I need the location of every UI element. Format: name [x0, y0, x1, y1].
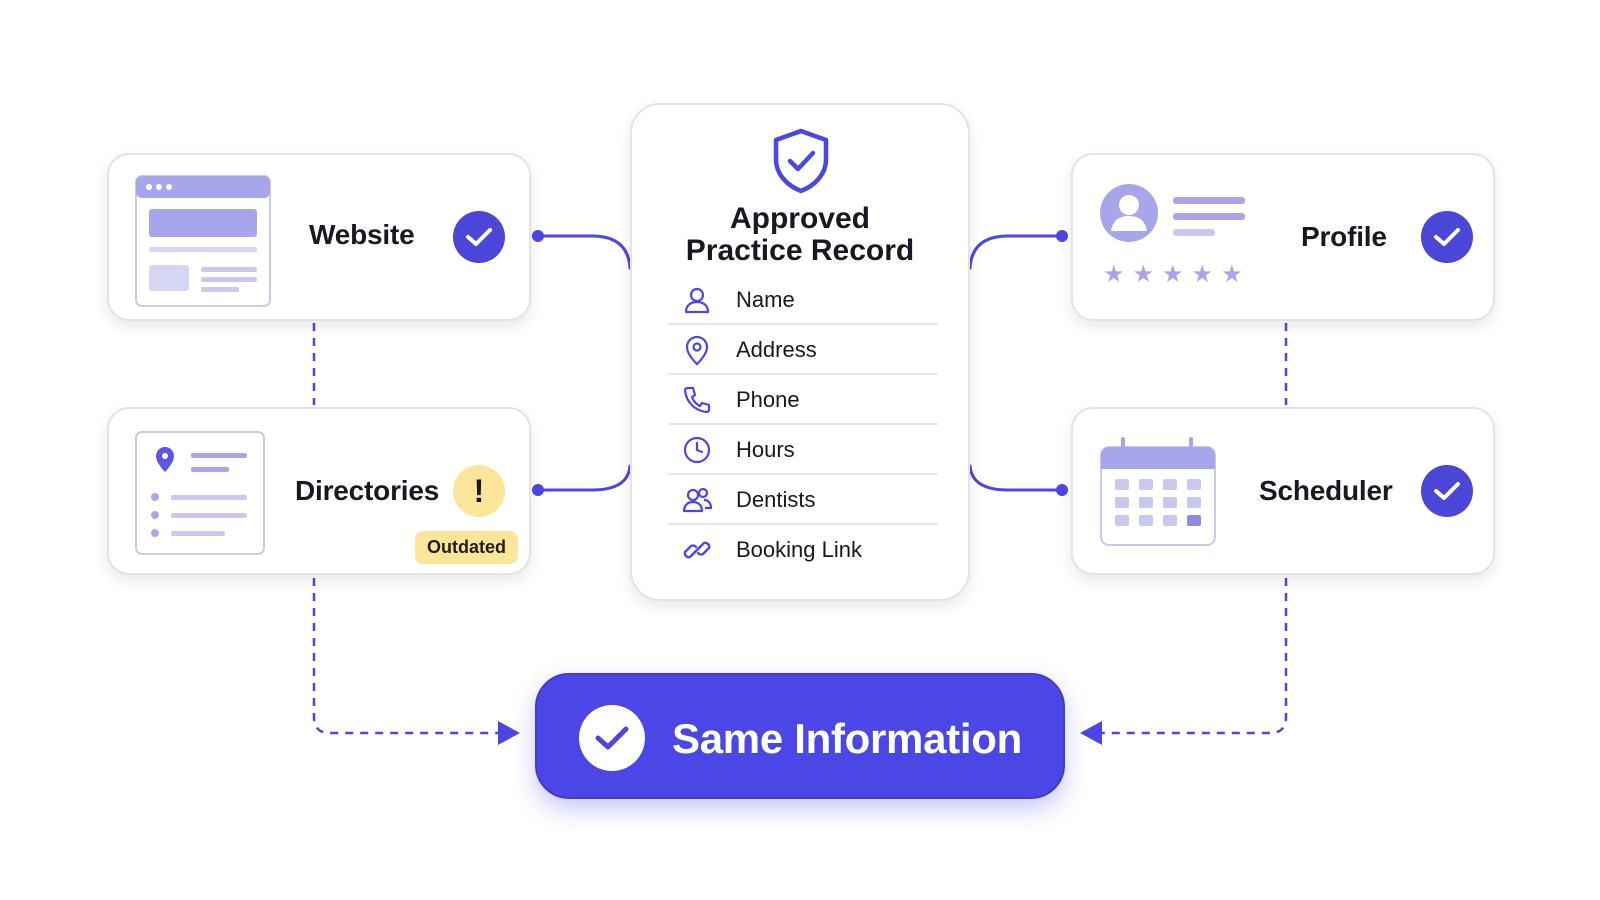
warning-icon: !: [453, 465, 505, 517]
map-pin-icon: [680, 333, 714, 367]
profile-card: ★★★★★ Profile: [1071, 153, 1495, 321]
field-divider: [668, 323, 938, 325]
connector-profile: [968, 234, 1064, 270]
link-icon: [680, 533, 714, 567]
star-rating-icon: ★★★★★: [1103, 261, 1243, 288]
same-information-banner: Same Information: [535, 673, 1065, 799]
scheduler-verified-icon: [1421, 465, 1473, 517]
field-divider: [668, 523, 938, 525]
field-label-phone: Phone: [736, 387, 800, 412]
directory-listing-icon: [135, 431, 265, 555]
field-label-address: Address: [736, 337, 817, 362]
profile-verified-icon: [1421, 211, 1473, 263]
scheduler-card: Scheduler: [1071, 407, 1495, 575]
field-row-booking-link: Booking Link: [668, 525, 938, 575]
website-card: Website: [107, 153, 531, 321]
dashed-scheduler-result: [1100, 578, 1288, 735]
field-divider: [668, 373, 938, 375]
profile-title: Profile: [1301, 221, 1387, 252]
record-title-line-2: Practice Record: [685, 234, 915, 267]
approved-practice-record-card: Approved Practice Record Name Address Ph…: [630, 103, 970, 601]
field-row-address: Address: [668, 325, 938, 375]
field-label-booking-link: Booking Link: [736, 537, 862, 562]
scheduler-title: Scheduler: [1259, 475, 1393, 506]
field-row-hours: Hours: [668, 425, 938, 475]
field-row-phone: Phone: [668, 375, 938, 425]
directories-card: Directories ! Outdated: [107, 407, 531, 575]
field-divider: [668, 423, 938, 425]
field-row-name: Name: [668, 275, 938, 325]
browser-window-icon: [135, 175, 271, 307]
arrow-right-head: [498, 721, 520, 745]
same-information-label: Same Information: [672, 715, 1022, 762]
connector-directories: [536, 464, 632, 492]
connector-scheduler: [968, 464, 1064, 492]
shield-check-icon: [773, 128, 829, 194]
website-verified-icon: [453, 211, 505, 263]
field-label-dentists: Dentists: [736, 487, 816, 512]
connector-website: [536, 234, 632, 270]
directories-title: Directories: [295, 475, 440, 506]
field-divider: [668, 473, 938, 475]
record-title-line-1: Approved: [729, 202, 870, 235]
profile-listing-icon: [1100, 184, 1245, 242]
field-label-hours: Hours: [736, 437, 795, 462]
website-title: Website: [309, 219, 415, 250]
clock-icon: [680, 433, 714, 467]
person-icon: [680, 283, 714, 317]
field-row-dentists: Dentists: [668, 475, 938, 525]
arrow-left-head: [1080, 721, 1102, 745]
record-title: Approved Practice Record: [632, 203, 968, 267]
outdated-status-badge: Outdated: [415, 531, 518, 564]
calendar-icon: [1100, 437, 1216, 546]
phone-icon: [680, 383, 714, 417]
people-icon: [680, 483, 714, 517]
dashed-directories-result: [312, 578, 500, 735]
field-label-name: Name: [736, 287, 795, 312]
check-circle-icon: [579, 705, 645, 771]
